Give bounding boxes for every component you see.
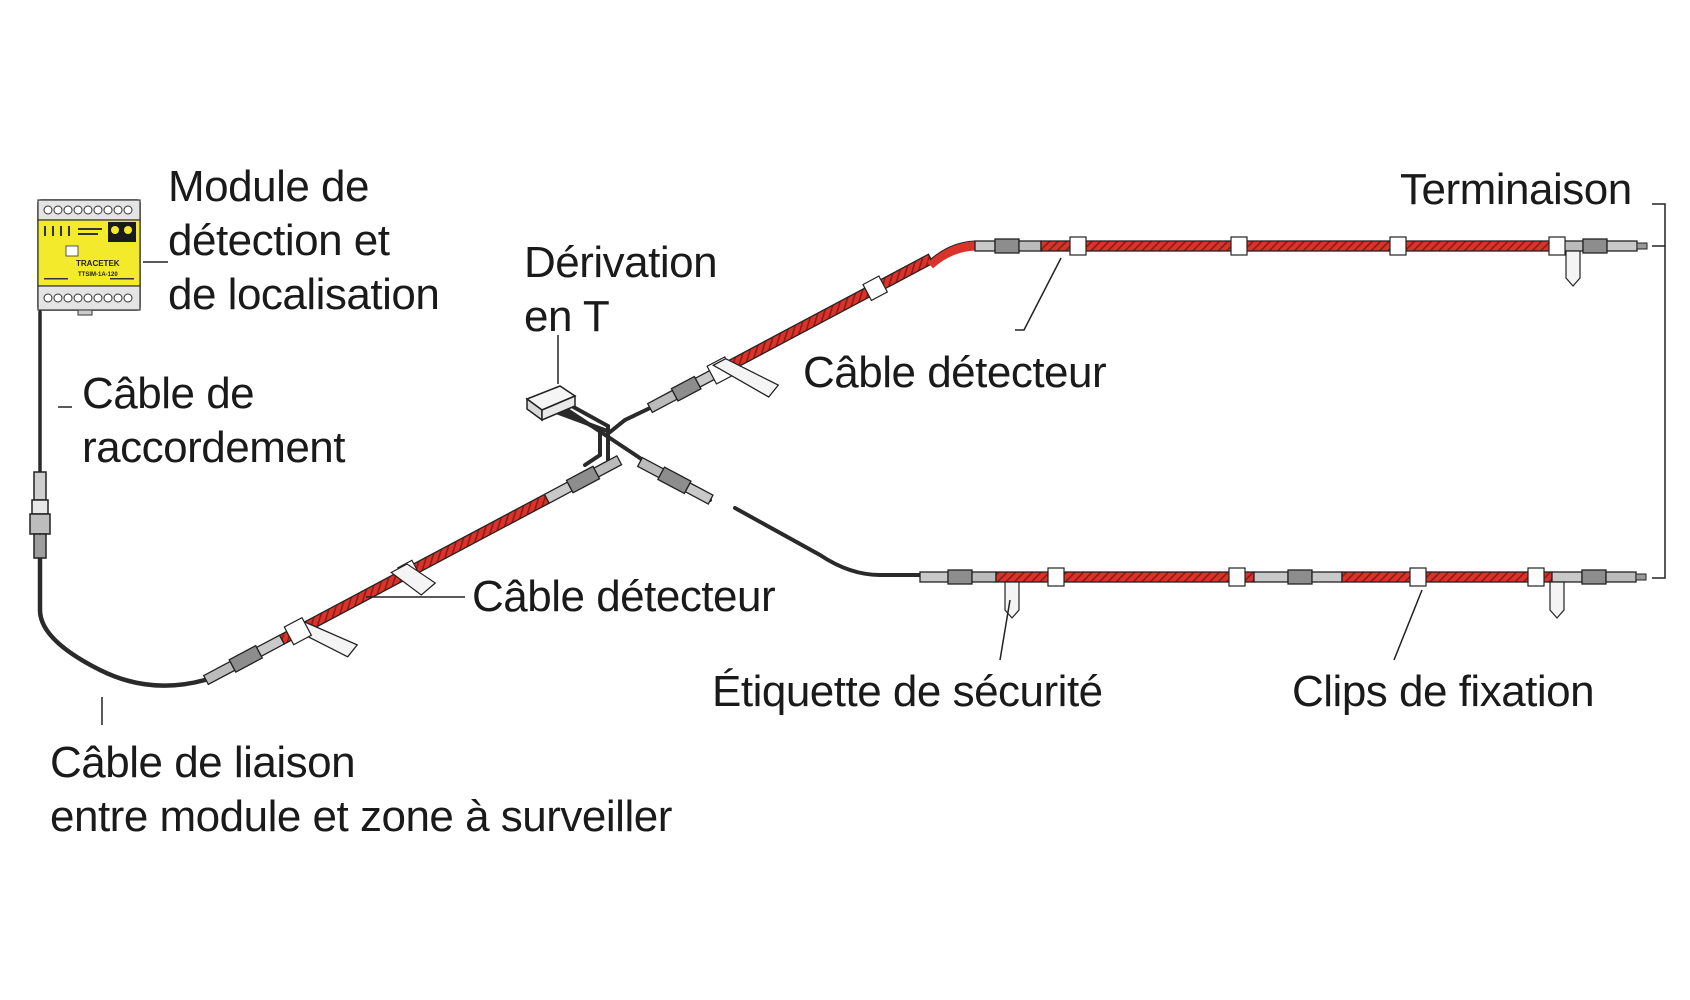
cable-detecteur-label-lower: Câble détecteur [472, 572, 776, 621]
clips-label: Clips de fixation [1292, 667, 1595, 716]
etiquette-label: Étiquette de sécurité [712, 667, 1103, 716]
raccordement-connector [29, 471, 51, 559]
module-label: Module de détection et de localisation [168, 160, 440, 322]
liaison-label: Câble de liaison entre module et zone à … [50, 736, 672, 844]
leader-lines [58, 203, 1666, 725]
module-label-line-1: Module de [168, 162, 369, 211]
upper-sensor-branch [646, 236, 1648, 414]
module-model: TTSIM-1A-120 [78, 272, 118, 278]
derivation-label-line-2: en T [524, 292, 610, 341]
raccordement-label-line-1: Câble de [82, 369, 255, 418]
module-label-line-3: de localisation [168, 270, 440, 319]
derivation-label-line-1: Dérivation [524, 238, 718, 287]
cable-detecteur-label-upper: Câble détecteur [803, 348, 1107, 397]
detection-module: TRACETEK TTSIM-1A-120 [37, 199, 141, 316]
left-sensor-branch [202, 454, 623, 686]
raccordement-label: Câble de raccordement [82, 367, 346, 475]
raccordement-label-line-2: raccordement [82, 423, 346, 472]
module-brand: TRACETEK [76, 259, 120, 268]
t-derivation-box [525, 385, 577, 422]
derivation-label: Dérivation en T [524, 236, 718, 344]
liaison-label-line-1: Câble de liaison [50, 738, 356, 787]
terminaison-label: Terminaison [1400, 165, 1632, 214]
module-label-line-2: détection et [168, 216, 390, 265]
lower-sensor-branch [636, 456, 1647, 619]
liaison-label-line-2: entre module et zone à surveiller [50, 792, 672, 841]
